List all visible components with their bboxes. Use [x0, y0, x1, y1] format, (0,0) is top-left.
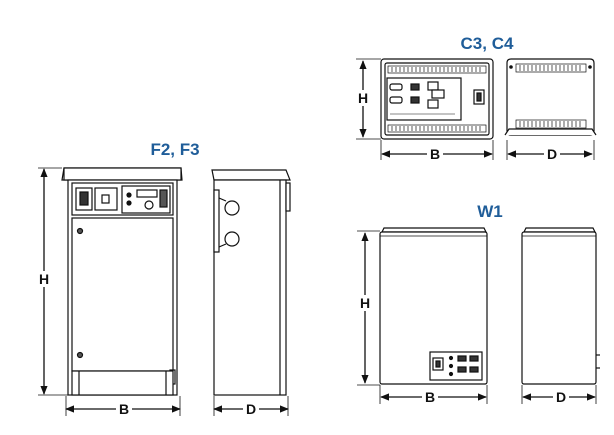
c-depth-dimension: D — [506, 140, 595, 162]
w-side-view — [521, 227, 600, 385]
f-height-label: H — [39, 271, 49, 287]
f-width-label: B — [119, 401, 129, 417]
c-width-label: B — [430, 146, 440, 162]
c-front-view — [380, 58, 494, 140]
f-depth-dimension: D — [213, 396, 289, 417]
c-front-bottom-vents — [387, 124, 487, 133]
f-side-view — [211, 169, 291, 396]
c-front-top-vents — [387, 65, 487, 74]
group-w1: W1 — [357, 202, 600, 405]
group-f2-f3: F2, F3 — [36, 140, 291, 417]
w-height-label: H — [360, 295, 370, 311]
f-series-label: F2, F3 — [150, 140, 199, 159]
c-height-label: H — [358, 90, 368, 106]
c-height-dimension: H — [355, 58, 381, 140]
w-width-dimension: B — [379, 385, 488, 405]
w-width-label: B — [425, 389, 435, 405]
c-depth-label: D — [547, 146, 557, 162]
c-width-dimension: B — [380, 140, 494, 162]
group-c3-c4: C3, C4 — [355, 34, 597, 162]
c-series-label: C3, C4 — [461, 34, 514, 53]
w-height-dimension: H — [357, 230, 380, 386]
f-depth-label: D — [246, 401, 256, 417]
w-depth-label: D — [556, 389, 566, 405]
w-series-label: W1 — [477, 202, 503, 221]
w-depth-dimension: D — [521, 385, 597, 405]
c-side-view — [504, 58, 597, 136]
f-width-dimension: B — [65, 396, 181, 417]
f-height-dimension: H — [36, 167, 68, 396]
w-front-view — [379, 227, 488, 385]
f-front-view — [61, 167, 183, 396]
